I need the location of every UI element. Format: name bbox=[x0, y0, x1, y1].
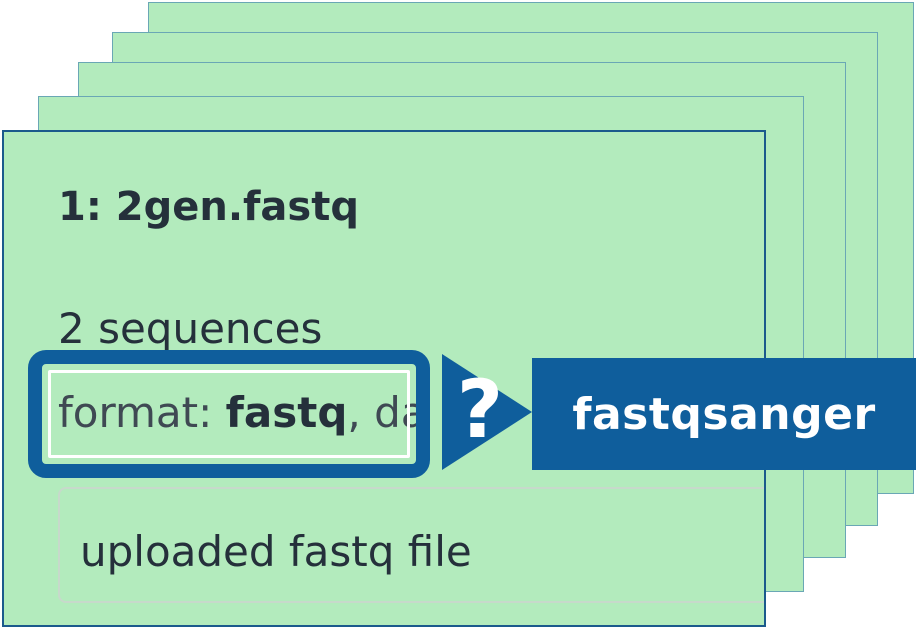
dataset-annotation: uploaded fastq file bbox=[80, 527, 472, 576]
dataset-card-front: 1: 2gen.fastq 2 sequences format: fastq,… bbox=[2, 130, 766, 627]
format-value: fastq bbox=[225, 388, 348, 437]
target-format-box: fastqsanger bbox=[532, 358, 916, 470]
format-highlight-frame bbox=[28, 350, 430, 478]
dataset-annotation-box: uploaded fastq file bbox=[58, 487, 764, 603]
format-highlight-inner-frame bbox=[48, 370, 410, 458]
format-label: format: bbox=[58, 388, 213, 437]
question-mark-icon: ? bbox=[456, 363, 504, 456]
dataset-title: 1: 2gen.fastq bbox=[58, 184, 359, 230]
target-format-label: fastqsanger bbox=[572, 388, 876, 440]
dataset-sequence-count: 2 sequences bbox=[58, 304, 323, 353]
format-separator: , bbox=[347, 388, 361, 437]
